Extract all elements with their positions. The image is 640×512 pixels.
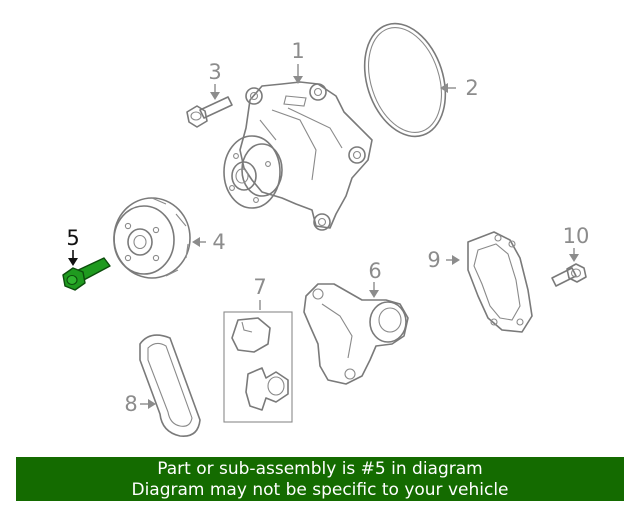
part-5-bolt-highlighted[interactable] bbox=[62, 257, 111, 291]
part-9-gasket[interactable] bbox=[467, 231, 533, 333]
part-info-banner: Part or sub-assembly is #5 in diagram Di… bbox=[16, 457, 624, 501]
part-7-thermostat-kit[interactable] bbox=[223, 311, 293, 423]
callout-3[interactable]: 3 bbox=[208, 60, 221, 84]
part-8-belt[interactable] bbox=[139, 334, 201, 437]
part-3-bolt[interactable] bbox=[186, 96, 233, 128]
part-4-pulley[interactable] bbox=[113, 197, 191, 279]
callout-leader-lines bbox=[68, 64, 579, 409]
callout-8[interactable]: 8 bbox=[124, 392, 137, 416]
banner-line-part-number: Part or sub-assembly is #5 in diagram bbox=[157, 459, 483, 479]
callout-1[interactable]: 1 bbox=[291, 39, 304, 63]
callout-6[interactable]: 6 bbox=[368, 259, 381, 283]
callout-2[interactable]: 2 bbox=[465, 76, 478, 100]
part-1-water-pump[interactable] bbox=[223, 81, 373, 231]
part-10-bolt[interactable] bbox=[551, 263, 587, 287]
callout-9[interactable]: 9 bbox=[427, 248, 440, 272]
part-2-gasket-ring[interactable] bbox=[351, 13, 459, 147]
banner-line-disclaimer: Diagram may not be specific to your vehi… bbox=[131, 480, 509, 500]
callout-7[interactable]: 7 bbox=[253, 275, 266, 299]
callout-4[interactable]: 4 bbox=[212, 230, 225, 254]
callout-5-highlighted[interactable]: 5 bbox=[66, 226, 79, 250]
callout-10[interactable]: 10 bbox=[563, 224, 590, 248]
exploded-parts-diagram: 1 2 3 4 5 6 7 8 9 10 bbox=[62, 13, 590, 437]
part-6-thermostat-housing[interactable] bbox=[303, 283, 409, 385]
